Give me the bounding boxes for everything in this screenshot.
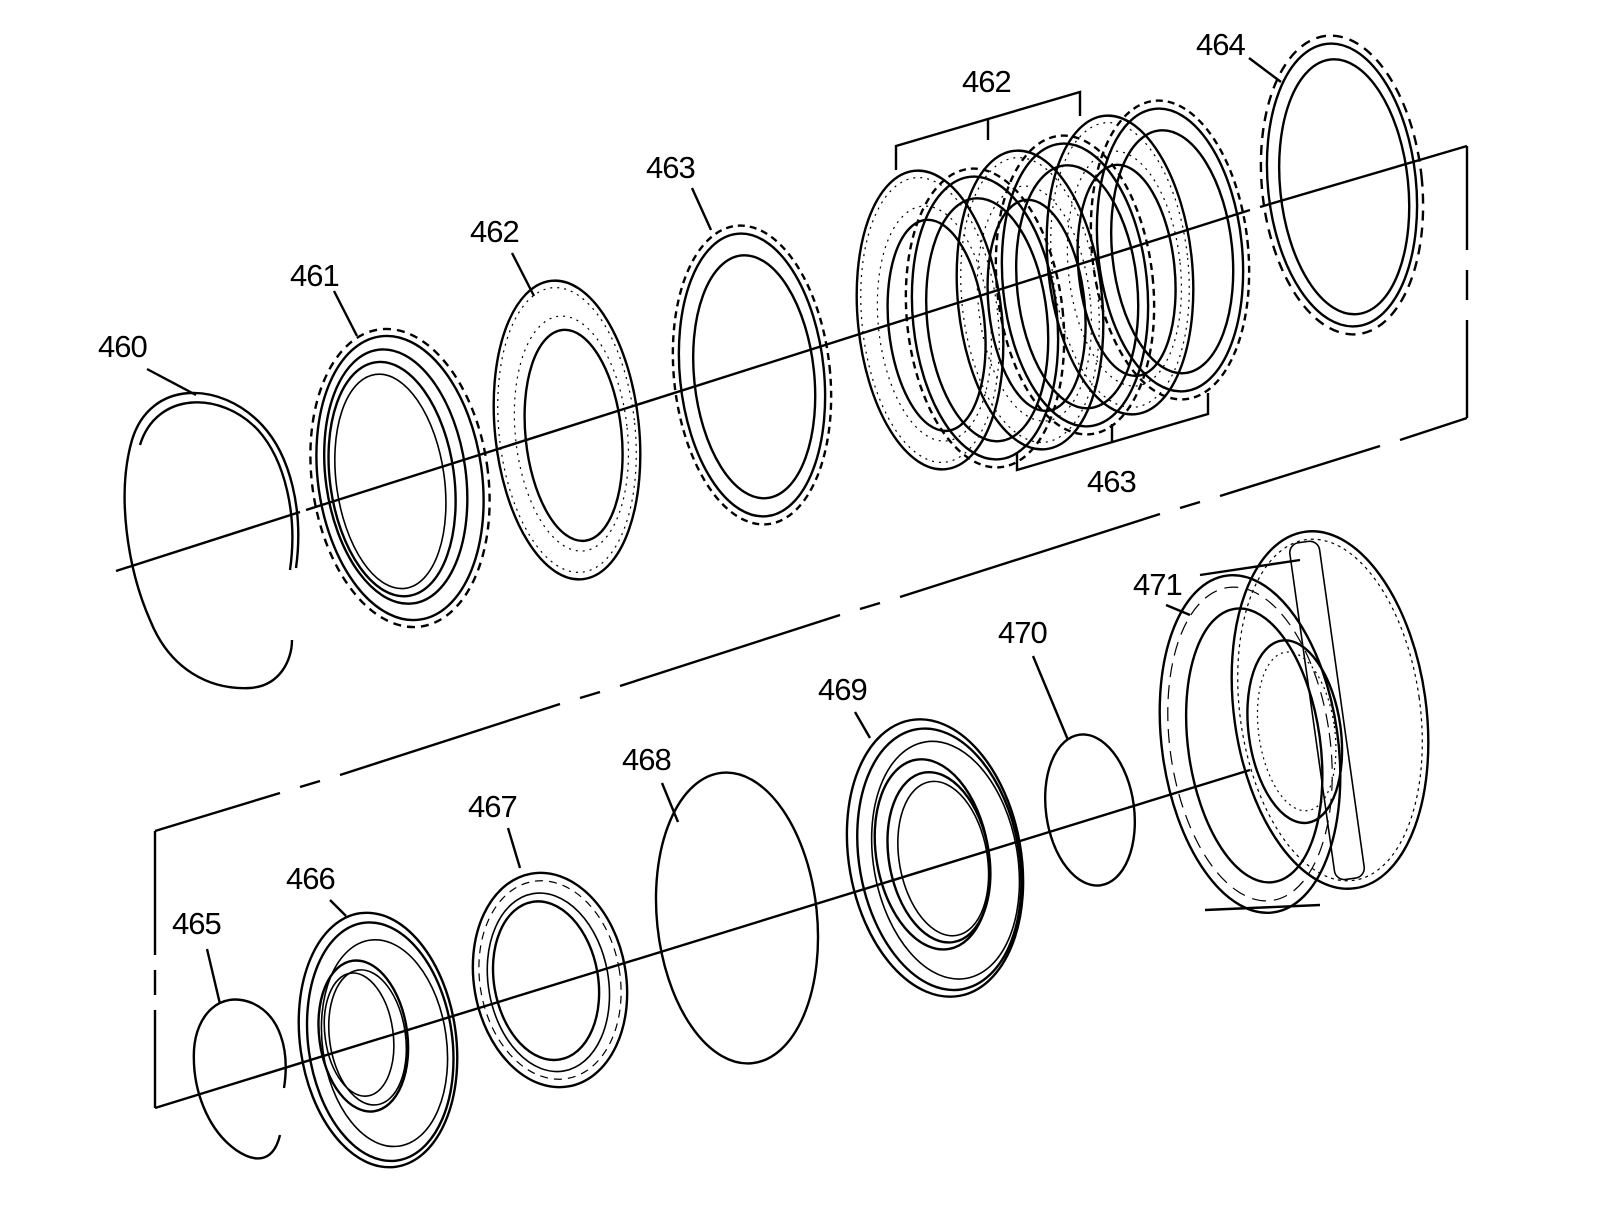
leader-lines bbox=[146, 57, 1282, 1005]
callout-462: 462 bbox=[470, 214, 519, 249]
clutch-housing-471 bbox=[1158, 530, 1430, 914]
callout-468: 468 bbox=[622, 742, 671, 777]
backing-plate-461 bbox=[309, 327, 491, 629]
piston-466 bbox=[297, 911, 459, 1169]
callout-471: 471 bbox=[1133, 567, 1182, 602]
lower-axis bbox=[154, 768, 1251, 1110]
snap-ring-465 bbox=[192, 998, 287, 1160]
snap-ring-460 bbox=[123, 391, 300, 690]
clutch-pack-stack bbox=[841, 91, 1265, 478]
callout-labels: 460 461 462 463 462 463 464 465 466 467 … bbox=[98, 27, 1246, 941]
upper-axis bbox=[115, 144, 1468, 573]
callout-465: 465 bbox=[172, 906, 221, 941]
callout-466: 466 bbox=[286, 861, 335, 896]
spring-assembly-467 bbox=[471, 871, 629, 1089]
callout-463-stack: 463 bbox=[1087, 464, 1136, 499]
steel-plate-463 bbox=[657, 216, 847, 534]
friction-plate-462 bbox=[478, 272, 656, 588]
bracket-462 bbox=[894, 90, 1082, 170]
callout-464: 464 bbox=[1196, 27, 1245, 62]
bracket-463 bbox=[1015, 393, 1210, 472]
callout-460: 460 bbox=[98, 329, 147, 364]
seal-468 bbox=[654, 771, 820, 1065]
o-ring-470 bbox=[1043, 733, 1137, 887]
callout-461: 461 bbox=[290, 258, 339, 293]
callout-462-stack: 462 bbox=[962, 64, 1011, 99]
callout-469: 469 bbox=[818, 672, 867, 707]
callout-470: 470 bbox=[998, 615, 1047, 650]
housing-469 bbox=[845, 718, 1025, 998]
callout-467: 467 bbox=[468, 789, 517, 824]
frame-bracket bbox=[153, 146, 1469, 1108]
callout-463: 463 bbox=[646, 150, 695, 185]
steel-plate-464 bbox=[1259, 34, 1425, 336]
